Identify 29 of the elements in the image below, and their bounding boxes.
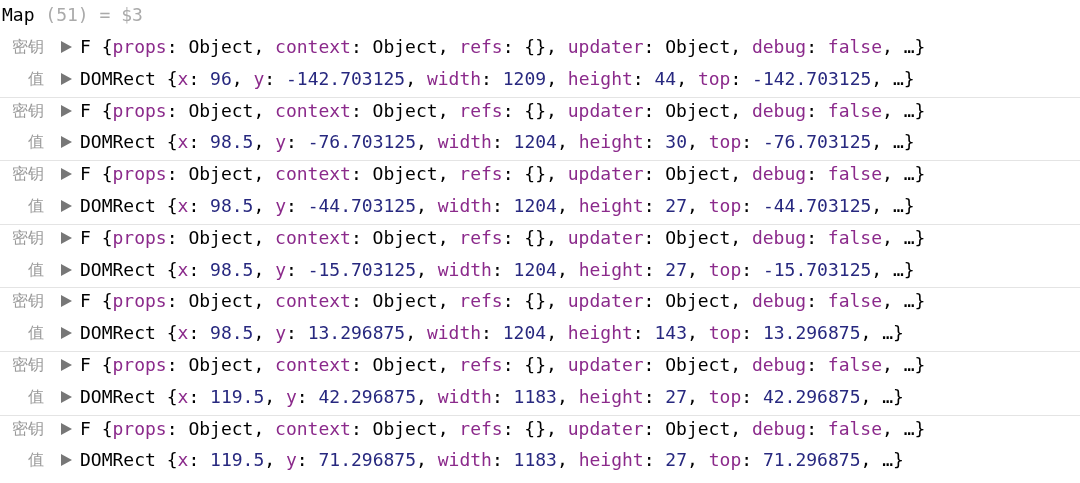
object-preview: F {props: Object, context: Object, refs: {}, updater: Object, debug: false, …} xyxy=(80,354,926,375)
key-label: 密钥 xyxy=(12,164,44,186)
rect-preview: DOMRect {x: 98.5, y: -76.703125, width: 1204, height: 30, top: -76.703125, …} xyxy=(80,131,915,153)
key-label: 密钥 xyxy=(12,355,44,376)
value-label: 值 xyxy=(28,132,44,154)
value-label: 值 xyxy=(28,259,44,281)
key-label: 密钥 xyxy=(12,37,44,58)
rect-preview: DOMRect {x: 119.5, y: 71.296875, width: 1183, height: 27, top: 71.296875, …} xyxy=(80,449,904,471)
value-label: 值 xyxy=(28,386,44,408)
key-label: 密钥 xyxy=(12,418,44,440)
rect-preview: DOMRect {x: 98.5, y: -15.703125, width: 1204, height: 27, top: -15.703125, …} xyxy=(80,258,915,280)
value-label: 值 xyxy=(28,68,44,90)
object-preview: F {props: Object, context: Object, refs: {}, updater: Object, debug: false, …} xyxy=(80,99,926,121)
rect-preview: DOMRect {x: 96, y: -142.703125, width: 1209, height: 44, top: -142.703125, …} xyxy=(80,67,915,89)
object-preview: F {props: Object, context: Object, refs: {}, updater: Object, debug: false, …} xyxy=(80,163,926,185)
key-label: 密钥 xyxy=(12,100,44,122)
rect-preview: DOMRect {x: 119.5, y: 42.296875, width: 1183, height: 27, top: 42.296875, …} xyxy=(80,385,904,407)
value-label: 值 xyxy=(28,323,44,345)
object-preview: F {props: Object, context: Object, refs: {}, updater: Object, debug: false, …} xyxy=(80,417,926,439)
console-heading: Map (51) = $3 xyxy=(2,4,143,25)
value-label: 值 xyxy=(28,450,44,472)
object-preview: F {props: Object, context: Object, refs: {}, updater: Object, debug: false, …} xyxy=(80,226,926,248)
object-preview: F {props: Object, context: Object, refs: {}, updater: Object, debug: false, …} xyxy=(80,36,926,57)
rect-preview: DOMRect {x: 98.5, y: 13.296875, width: 1204, height: 143, top: 13.296875, …} xyxy=(80,322,904,344)
value-label: 值 xyxy=(28,196,44,217)
rect-preview: DOMRect {x: 98.5, y: -44.703125, width: 1204, height: 27, top: -44.703125, …} xyxy=(80,195,915,216)
key-label: 密钥 xyxy=(12,227,44,249)
object-preview: F {props: Object, context: Object, refs: {}, updater: Object, debug: false, …} xyxy=(80,290,926,312)
key-label: 密钥 xyxy=(12,291,44,313)
